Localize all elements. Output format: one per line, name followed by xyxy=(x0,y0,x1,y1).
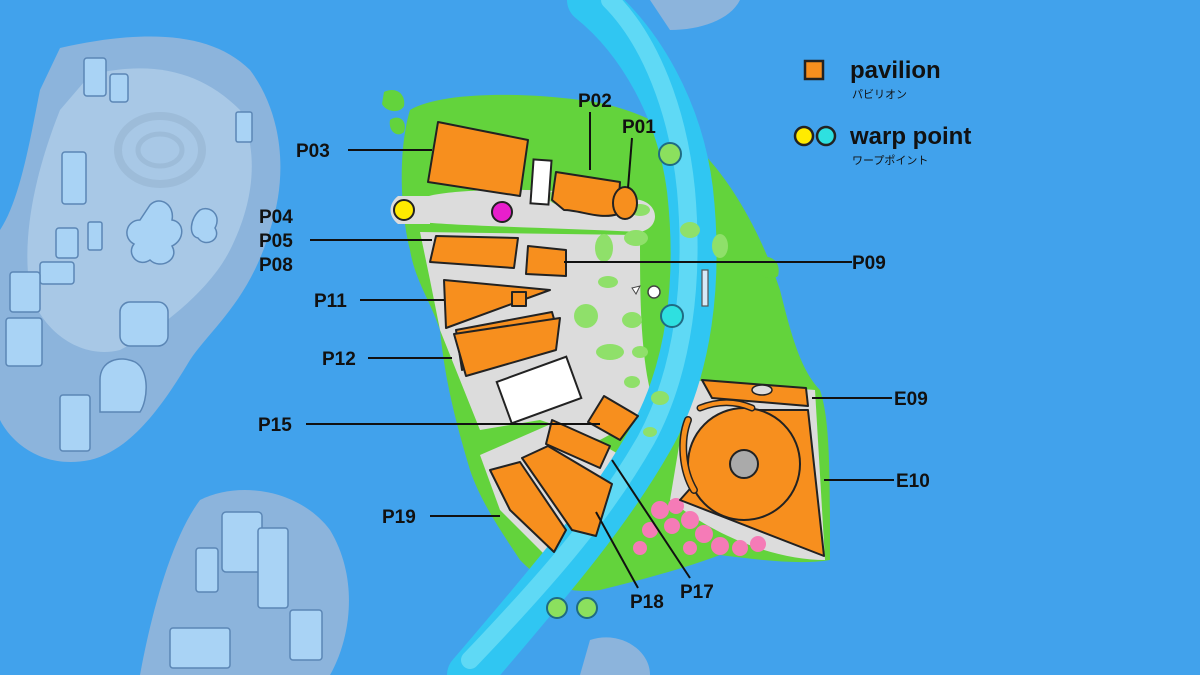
top-right-landmass xyxy=(580,0,740,675)
pavilions xyxy=(427,121,825,557)
player-arrow-icon xyxy=(631,285,641,295)
label-p03: P03 xyxy=(296,141,330,162)
pavilion-labels: P03 P02 P01 P04 P05 P08 P09 P11 P12 P15 … xyxy=(258,91,930,613)
legend-warp-yellow-icon xyxy=(793,125,815,147)
pavilion-p18 xyxy=(521,445,613,537)
pavilion-p01 xyxy=(612,186,638,220)
label-p08: P08 xyxy=(259,255,293,276)
pavilion-e10-core xyxy=(729,449,759,479)
pavilion-p05 xyxy=(429,235,519,269)
label-p02: P02 xyxy=(578,91,612,112)
pavilion-p19 xyxy=(489,461,567,553)
legend-warp-cyan-icon xyxy=(815,125,837,147)
bottom-left-landmass xyxy=(140,490,349,675)
white-buildings xyxy=(495,158,709,425)
warp-point-yellow[interactable] xyxy=(393,199,415,221)
label-p19: P19 xyxy=(382,507,416,528)
label-e09: E09 xyxy=(894,389,928,410)
pavilion-p15 xyxy=(587,395,639,441)
legend-pavilion-sub: パビリオン xyxy=(852,88,907,101)
label-p05: P05 xyxy=(259,231,293,252)
pavilion-p09 xyxy=(525,245,567,277)
legend-warp-label: warp point xyxy=(849,123,971,150)
pavilion-legend-swatch xyxy=(803,59,825,81)
canal xyxy=(447,0,717,675)
pavilion-p11c xyxy=(511,291,527,307)
legend-warp-sub: ワープポイント xyxy=(852,154,928,167)
warp-point-cyan[interactable] xyxy=(660,304,684,328)
pavilion-p03 xyxy=(427,121,529,197)
warp-point-green-bottom-b[interactable] xyxy=(576,597,598,619)
label-p12: P12 xyxy=(322,349,356,370)
label-p09: P09 xyxy=(852,253,886,274)
player-marker xyxy=(647,285,661,299)
warp-point-green-top[interactable] xyxy=(658,142,682,166)
label-p01: P01 xyxy=(622,117,656,138)
legend-pavilion-label: pavilion xyxy=(850,57,941,84)
label-e10: E10 xyxy=(896,471,930,492)
marker-magenta[interactable] xyxy=(491,201,513,223)
left-landmass xyxy=(0,36,281,462)
pavilion-p17 xyxy=(545,419,611,469)
warp-point-green-bottom-a[interactable] xyxy=(546,597,568,619)
label-p17: P17 xyxy=(680,582,714,603)
label-p18: P18 xyxy=(630,592,664,613)
label-p04: P04 xyxy=(259,207,293,228)
label-p15: P15 xyxy=(258,415,292,436)
cherry-blossoms xyxy=(633,498,766,556)
leader-lines xyxy=(306,112,894,589)
warp-points xyxy=(393,142,684,619)
pavilion-p12 xyxy=(453,317,561,377)
legend: pavilion パビリオン warp point ワープポイント xyxy=(793,57,971,167)
label-p11: P11 xyxy=(314,291,347,312)
